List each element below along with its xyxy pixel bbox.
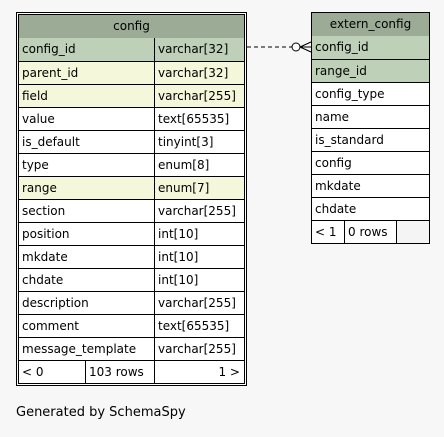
row-count: 103 rows [86,361,155,383]
table-footer: < 1 0 rows [312,220,429,243]
table-header[interactable]: config [19,15,244,38]
column-name: config_id [312,36,429,59]
column-type: varchar[255] [155,85,244,107]
column-name: name [315,110,350,124]
row-count: 0 rows [345,221,397,243]
column-type: enum[7] [155,177,244,199]
column-type: varchar[255] [158,342,236,356]
column-name: chdate [19,269,155,291]
column-name: position [19,223,155,245]
column-type: text[65535] [158,112,230,126]
table-footer: < 0 103 rows 1 > [19,360,244,383]
column-name: section [19,200,155,222]
column-type: int[10] [158,273,199,287]
table-title: extern_config [329,17,412,31]
column-name: type [19,154,155,176]
column-type: enum[8] [158,158,210,172]
column-name: range [19,177,155,199]
column-type: varchar[255] [158,296,236,310]
column-name: config_type [315,87,385,101]
column-row[interactable]: range_id [312,59,429,82]
column-row[interactable]: mkdate [312,174,429,197]
column-name: chdate [315,202,357,216]
column-row[interactable]: config [312,151,429,174]
column-row[interactable]: config_id [312,36,429,59]
column-type: varchar[32] [155,38,244,61]
column-name: config_id [19,38,155,61]
children-count[interactable]: 1 > [218,365,240,379]
parents-count[interactable]: < 0 [19,361,86,383]
column-type: varchar[32] [155,62,244,84]
zero-cardinality-circle [291,42,301,52]
table-header[interactable]: extern_config [312,13,429,36]
column-name: config [315,156,352,170]
column-name: value [19,108,155,130]
column-row[interactable]: name [312,105,429,128]
column-type: int[10] [158,250,199,264]
column-name: description [19,292,155,314]
column-name: message_template [19,338,155,360]
column-type: varchar[255] [158,204,236,218]
column-row[interactable]: is_standard [312,128,429,151]
column-name: comment [19,315,155,337]
column-type: text[65535] [158,319,230,333]
column-name: mkdate [315,179,361,193]
parents-count[interactable]: < 1 [312,221,345,243]
column-name: is_standard [315,133,384,147]
column-name: parent_id [19,62,155,84]
column-name: mkdate [19,246,155,268]
column-type: int[10] [158,227,199,241]
column-name: field [19,85,155,107]
table-title: config [113,19,150,33]
column-name: range_id [312,60,429,82]
children-count [397,221,429,243]
column-row[interactable]: config_type [312,82,429,105]
crows-foot-marker [299,41,312,53]
generated-by-label: Generated by SchemaSpy [16,405,186,420]
column-row[interactable]: chdate [312,197,429,220]
column-name: is_default [19,131,155,153]
column-type: tinyint[3] [158,135,214,149]
